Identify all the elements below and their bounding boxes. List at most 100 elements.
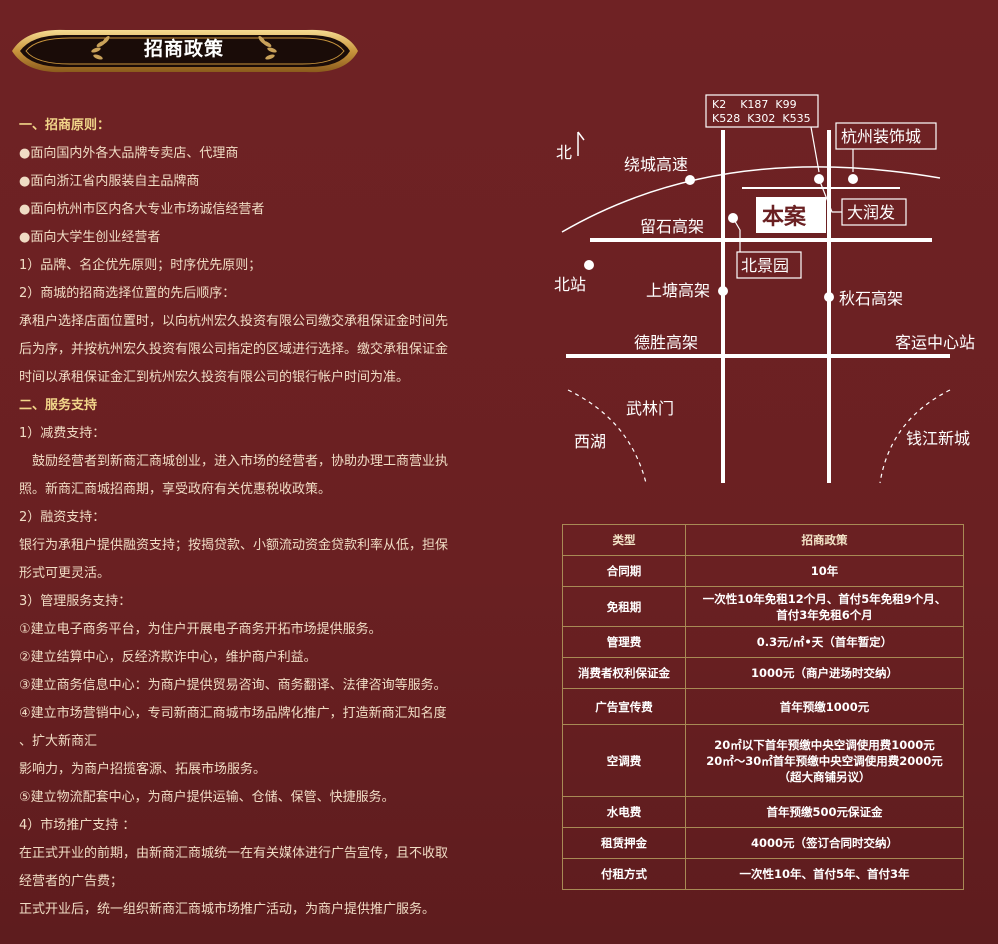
table-cell-key: 租赁押金 bbox=[562, 827, 686, 859]
section-heading: 一、招商原则： bbox=[19, 118, 111, 133]
text-line: 1）减费支持： bbox=[19, 426, 106, 441]
table-row: 水电费 首年预缴500元保证金 bbox=[562, 796, 964, 828]
table-cell-line: 4000元（签订合同时交纳） bbox=[750, 836, 898, 850]
table-cell-value: 一次性10年、首付5年、首付3年 bbox=[685, 858, 964, 890]
table-cell-key: 广告宣传费 bbox=[562, 688, 686, 725]
dot-shangtang bbox=[718, 286, 728, 296]
label-shangtang: 上塘高架 bbox=[646, 281, 710, 300]
table-row: 管理费 0.3元/㎡•天（首年暂定） bbox=[562, 626, 964, 658]
table-cell-line: 一次性10年免租12个月、首付5年免租9个月、 bbox=[702, 591, 947, 606]
table-cell-value: 首年预缴500元保证金 bbox=[685, 796, 964, 828]
text-line: 3）管理服务支持： bbox=[19, 594, 132, 609]
text-line: ①建立电子商务平台，为住户开展电子商务开拓市场提供服务。 bbox=[19, 622, 382, 637]
text-line: 后为序，并按杭州宏久投资有限公司指定的区域进行选择。缴交承租保证金 bbox=[19, 342, 449, 357]
table-header-row: 类型 招商政策 bbox=[562, 524, 964, 556]
text-line: 银行为承租户提供融资支持；按揭贷款、小额流动资金贷款利率从低，担保 bbox=[19, 538, 449, 553]
section-banner: 招商政策 bbox=[6, 22, 362, 80]
table-cell-key: 免租期 bbox=[562, 586, 686, 627]
text-line: 鼓励经营者到新商汇商城创业，进入市场的经营者，协助办理工商营业执 bbox=[19, 454, 449, 469]
table-header-policy: 招商政策 bbox=[685, 524, 964, 556]
table-cell-value: 0.3元/㎡•天（首年暂定） bbox=[685, 626, 964, 658]
label-decor-city: 杭州装饰城 bbox=[841, 127, 921, 146]
label-benan: 本案 bbox=[762, 204, 807, 230]
table-cell-line: 20㎡以下首年预缴中央空调使用费1000元 bbox=[714, 737, 935, 752]
table-cell-key: 合同期 bbox=[562, 555, 686, 587]
dot-qiushi bbox=[824, 292, 834, 302]
bus-routes-row2: K528 K302 K535 bbox=[712, 112, 811, 125]
table-row: 合同期 10年 bbox=[562, 555, 964, 587]
north-label: 北 bbox=[556, 143, 572, 162]
text-line: 、扩大新商汇 bbox=[19, 734, 98, 749]
table-cell-value: 首年预缴1000元 bbox=[685, 688, 964, 725]
text-line: 经营者的广告费； bbox=[19, 874, 124, 889]
table-header-type: 类型 bbox=[562, 524, 686, 556]
table-cell-value: 1000元（商户进场时交纳） bbox=[685, 657, 964, 689]
text-line: ●面向浙江省内服装自主品牌商 bbox=[19, 174, 200, 189]
table-row: 广告宣传费 首年预缴1000元 bbox=[562, 688, 964, 725]
label-beizhan: 北站 bbox=[554, 275, 586, 294]
text-line: 照。新商汇商城招商期，享受政府有关优惠税收政策。 bbox=[19, 482, 332, 497]
bus-routes-box bbox=[705, 94, 819, 128]
policy-text: 一、招商原则： ●面向国内外各大品牌专卖店、代理商 ●面向浙江省内服装自主品牌商 ●面… bbox=[19, 112, 499, 924]
qianjiang-boundary bbox=[879, 389, 951, 484]
text-line: 承租户选择店面位置时，以向杭州宏久投资有限公司缴交承租保证金时间先 bbox=[19, 314, 449, 329]
label-wulinmen: 武林门 bbox=[626, 399, 674, 418]
banner-frame-icon bbox=[12, 29, 358, 73]
label-qianjiang: 钱江新城 bbox=[906, 429, 970, 448]
label-raocheng: 绕城高速 bbox=[624, 155, 688, 174]
text-line: ●面向杭州市区内各大专业市场诚信经营者 bbox=[19, 202, 265, 217]
text-line: 形式可更灵活。 bbox=[19, 566, 111, 581]
table-cell-key: 水电费 bbox=[562, 796, 686, 828]
table-row: 免租期一次性10年免租12个月、首付5年免租9个月、首付3年免租6个月 bbox=[562, 586, 964, 627]
text-line: ●面向国内外各大品牌专卖店、代理商 bbox=[19, 146, 239, 161]
text-line: ④建立市场营销中心，专司新商汇商城市场品牌化推广，打造新商汇知名度 bbox=[19, 706, 447, 721]
text-line: ③建立商务信息中心：为商户提供贸易咨询、商务翻译、法律咨询等服务。 bbox=[19, 678, 447, 693]
text-line: 正式开业后，统一组织新商汇商城市场推广活动，为商户提供推广服务。 bbox=[19, 902, 436, 917]
table-cell-key: 付租方式 bbox=[562, 858, 686, 890]
table-cell-line: 0.3元/㎡•天（首年暂定） bbox=[756, 635, 893, 649]
text-line: 在正式开业的前期，由新商汇商城统一在有关媒体进行广告宣传，且不收取 bbox=[19, 846, 449, 861]
text-line: 影响力，为商户招揽客源、拓展市场服务。 bbox=[19, 762, 267, 777]
table-cell-line: 首年预缴1000元 bbox=[779, 699, 870, 714]
label-liushi: 留石高架 bbox=[640, 217, 704, 236]
text-line: 时间以承租保证金汇到杭州宏久投资有限公司的银行帐户时间为准。 bbox=[19, 370, 410, 385]
table-row: 付租方式 一次性10年、首付5年、首付3年 bbox=[562, 858, 964, 890]
dot-raocheng bbox=[685, 175, 695, 185]
dot-decor-city bbox=[848, 174, 858, 184]
section-heading: 二、服务支持 bbox=[19, 398, 98, 413]
table-cell-key: 消费者权利保证金 bbox=[562, 657, 686, 689]
text-line: 2）商城的招商选择位置的先后顺序： bbox=[19, 286, 236, 301]
text-line: ②建立结算中心，反经济欺诈中心，维护商户利益。 bbox=[19, 650, 317, 665]
table-cell-line: 一次性10年、首付5年、首付3年 bbox=[739, 867, 910, 881]
table-cell-line: 20㎡～30㎡首年预缴中央空调使用费2000元 bbox=[706, 753, 943, 768]
table-cell-key: 空调费 bbox=[562, 724, 686, 797]
table-cell-value: 4000元（签订合同时交纳） bbox=[685, 827, 964, 859]
label-darunfa: 大润发 bbox=[847, 203, 895, 222]
bus-routes-row1: K2 K187 K99 bbox=[712, 98, 797, 111]
label-qiushi: 秋石高架 bbox=[839, 289, 903, 308]
table-cell-line: （超大商铺另议） bbox=[778, 769, 871, 784]
table-cell-line: 10年 bbox=[810, 564, 839, 578]
text-line: 4）市场推广支持 ： bbox=[19, 818, 136, 833]
table-cell-value: 一次性10年免租12个月、首付5年免租9个月、首付3年免租6个月 bbox=[685, 586, 964, 627]
location-map: 北 K2 K187 K99 K528 K302 K535 杭州装饰城 绕城高速 … bbox=[554, 94, 975, 484]
table-cell-line: 首年预缴500元保证金 bbox=[766, 805, 883, 819]
label-beijingyuan: 北景园 bbox=[741, 256, 789, 275]
table-row: 消费者权利保证金 1000元（商户进场时交纳） bbox=[562, 657, 964, 689]
table-row: 租赁押金 4000元（签订合同时交纳） bbox=[562, 827, 964, 859]
dot-beizhan bbox=[584, 260, 594, 270]
banner-title: 招商政策 bbox=[143, 38, 224, 60]
ring-road bbox=[561, 166, 941, 233]
table-cell-key: 管理费 bbox=[562, 626, 686, 658]
label-xihu: 西湖 bbox=[574, 432, 606, 451]
text-line: 2）融资支持： bbox=[19, 510, 106, 525]
label-keyun: 客运中心站 bbox=[895, 333, 975, 352]
text-line: ⑤建立物流配套中心，为商户提供运输、仓储、保管、快捷服务。 bbox=[19, 790, 395, 805]
project-marker bbox=[756, 197, 826, 233]
label-desheng: 德胜高架 bbox=[634, 333, 698, 352]
table-cell-line: 1000元（商户进场时交纳） bbox=[750, 666, 898, 680]
text-line: 1）品牌、名企优先原则；时序优先原则； bbox=[19, 258, 262, 273]
